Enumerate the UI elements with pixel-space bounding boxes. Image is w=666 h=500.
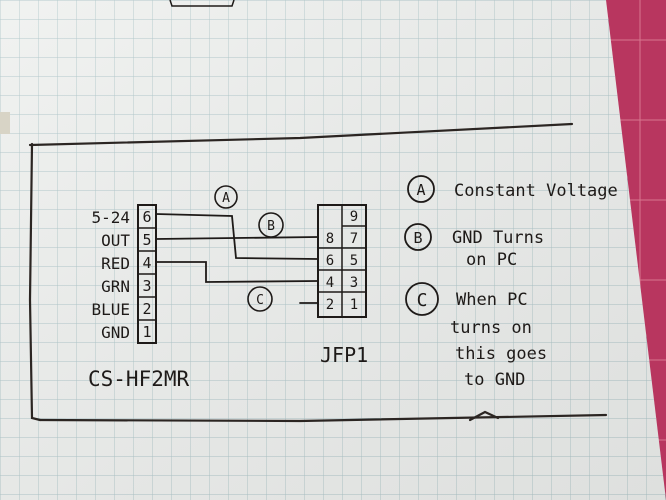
wire-c xyxy=(155,261,319,283)
legend-b-line: on PC xyxy=(466,250,517,270)
jfp1-pin: 5 xyxy=(350,253,358,269)
marker-c: C xyxy=(256,293,264,308)
jfp1-pin: 7 xyxy=(350,231,358,247)
left-pin-num: 1 xyxy=(142,323,151,341)
legend-b-line: GND Turns xyxy=(452,228,544,248)
legend-c-line: this goes xyxy=(455,344,547,364)
legend-key-b: B xyxy=(413,229,422,247)
left-pin-num: 5 xyxy=(142,231,151,249)
stray-mark xyxy=(169,0,235,7)
legend-a-line: Constant Voltage xyxy=(454,181,618,201)
connector-jfp1: 9 8 7 6 5 4 3 2 1 JFP1 xyxy=(317,204,368,367)
left-pin-num: 2 xyxy=(142,300,151,318)
pin-label-out: OUT xyxy=(101,231,130,250)
pin-label-grn: GRN xyxy=(101,277,130,296)
paper-tab xyxy=(0,112,10,134)
sketch-frame xyxy=(28,122,608,423)
pin-label-red: RED xyxy=(101,254,130,273)
legend-c-line: When PC xyxy=(456,290,528,310)
connector-cs-hf2mr: 6 5 4 3 2 1 5-24 OUT RED GRN BLUE GND CS… xyxy=(88,204,190,391)
legend-key-a: A xyxy=(416,181,425,199)
marker-a: A xyxy=(222,191,230,206)
jfp1-pin: 1 xyxy=(350,297,358,313)
jfp1-pin: 2 xyxy=(326,297,334,313)
wire-a xyxy=(155,213,319,260)
connector-left-title: CS-HF2MR xyxy=(88,367,190,391)
jfp1-pin: 3 xyxy=(350,275,358,291)
left-pin-num: 4 xyxy=(142,254,151,272)
legend-c-line: to GND xyxy=(464,370,525,390)
legend: A Constant Voltage B GND Turns on PC C W… xyxy=(404,175,618,390)
left-pin-num: 3 xyxy=(142,277,151,295)
jfp1-pin: 4 xyxy=(326,275,334,291)
wiring xyxy=(155,213,319,304)
legend-key-c: C xyxy=(417,290,428,311)
pin-label-5-24: 5-24 xyxy=(91,208,130,227)
legend-c-line: turns on xyxy=(450,318,532,338)
pin-label-gnd: GND xyxy=(101,323,130,342)
wire-b xyxy=(155,236,319,240)
left-pin-num: 6 xyxy=(142,208,151,226)
marker-b: B xyxy=(267,219,275,234)
jfp1-pin: 8 xyxy=(326,231,334,247)
connector-right-title: JFP1 xyxy=(320,343,368,367)
pin-label-blue: BLUE xyxy=(91,300,130,319)
jfp1-pin: 9 xyxy=(350,209,358,225)
jfp1-pin: 6 xyxy=(326,253,334,269)
wire-markers: A B C xyxy=(214,185,284,312)
